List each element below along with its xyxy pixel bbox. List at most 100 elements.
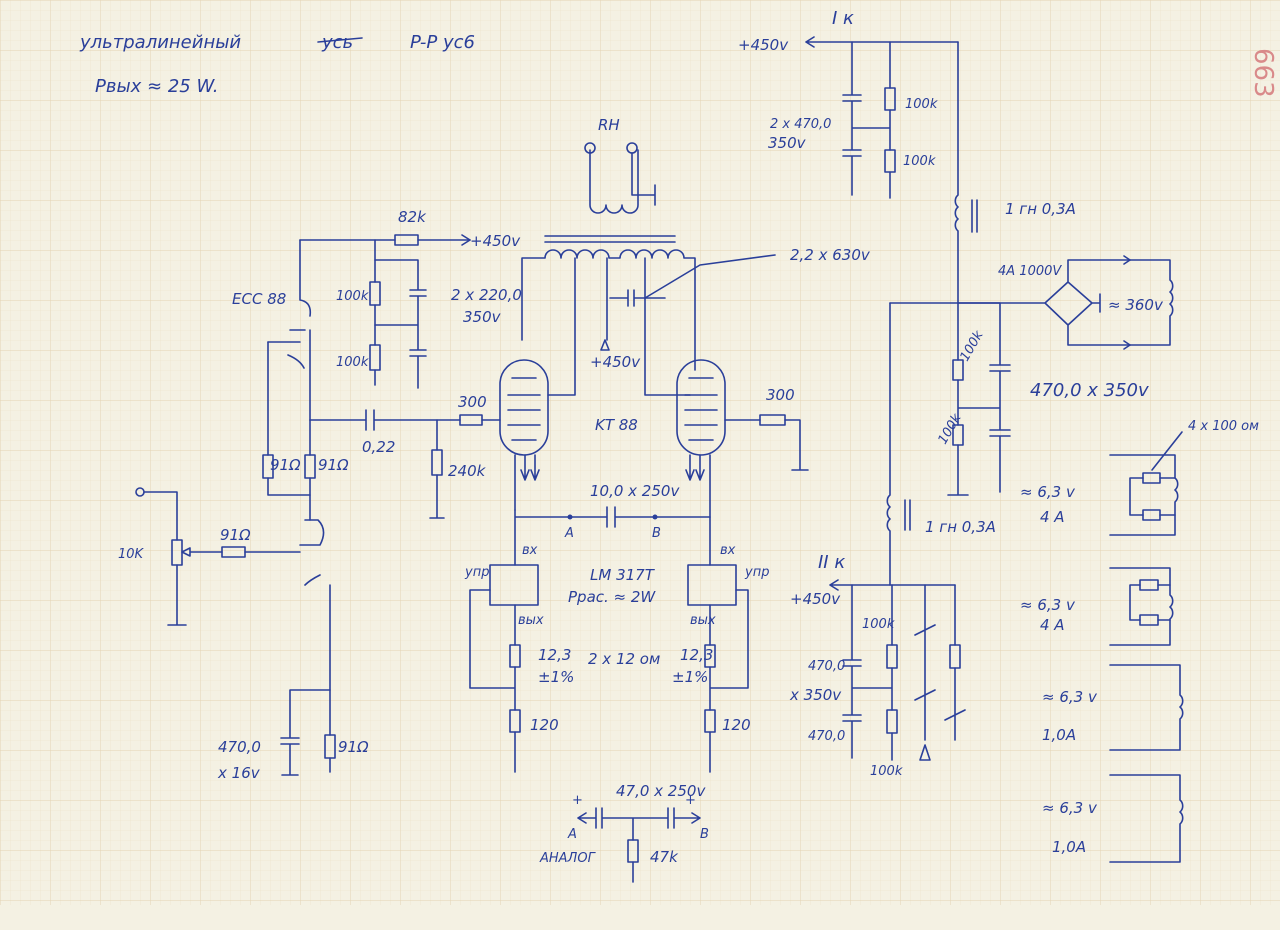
label-a10-1: 1,0А xyxy=(1042,726,1076,744)
ik-filter xyxy=(842,41,891,199)
resistor-300-r xyxy=(759,414,786,426)
resistor-300-l xyxy=(459,414,483,426)
label-91-b: 91Ω xyxy=(318,456,349,474)
label-tol-l: ±1% xyxy=(538,668,574,686)
leader-4x100 xyxy=(1151,431,1183,471)
resistor-120-r xyxy=(704,709,716,733)
label-10x250: 10,0 x 250v xyxy=(590,482,680,500)
grid-paper xyxy=(0,0,1280,905)
label-4x100: 4 x 100 ом xyxy=(1188,419,1259,434)
label-upr-l: упр xyxy=(464,565,489,580)
label-choke-2: 1 гн 0,3А xyxy=(925,518,996,536)
resistor-91-a xyxy=(262,454,274,479)
title-line2: Pвых ≈ 25 W. xyxy=(95,76,219,97)
label-a10-2: 1,0А xyxy=(1052,838,1086,856)
resistor-100k-c xyxy=(884,87,896,111)
label-choke-1: 1 гн 0,3А xyxy=(1005,200,1076,218)
label-vyx-r: вых xyxy=(690,613,716,628)
label-kt88: KT 88 xyxy=(595,416,638,434)
label-a4-2: 4 A xyxy=(1040,616,1065,634)
label-123-r: 12,3 xyxy=(680,646,713,664)
label-node-a: A xyxy=(564,526,574,541)
resistor-100k-b xyxy=(369,344,381,371)
label-2x12: 2 x 12 ом xyxy=(588,650,660,668)
tube-kt88-left xyxy=(499,359,549,511)
label-node-b: B xyxy=(652,526,661,541)
choke-2 xyxy=(886,302,891,586)
label-bridge: 4A 1000V xyxy=(998,264,1062,279)
heater-winding-3 xyxy=(1109,664,1184,751)
label-rh: RH xyxy=(598,116,620,134)
resistor-100k-a xyxy=(369,281,381,306)
label-91-d: 91Ω xyxy=(338,738,369,756)
tube-ecc88: ECC 88 xyxy=(232,239,331,691)
label-470-a: 470,0 xyxy=(808,659,845,674)
label-100k-d: 100k xyxy=(903,154,936,169)
cathode-wire xyxy=(267,341,311,496)
label-analog-b: B xyxy=(700,827,709,842)
label-ac360: ≈ 360v xyxy=(1108,296,1164,314)
label-plus450-mid: +450v xyxy=(590,353,641,371)
resistor-100k-d xyxy=(884,149,896,173)
label-120-r: 120 xyxy=(722,716,751,734)
heater-winding-4 xyxy=(1109,774,1184,863)
label-100k-h: 100k xyxy=(870,764,903,779)
label-lm317: LM 317T xyxy=(590,566,656,584)
label-prac: Ррас. ≈ 2W xyxy=(568,588,656,606)
choke-2-core xyxy=(904,499,911,531)
label-vyx-l: вых xyxy=(518,613,544,628)
label-470-b: 470,0 xyxy=(808,729,845,744)
label-470x350: 470,0 x 350v xyxy=(1030,380,1149,401)
coupling-10x250 xyxy=(514,506,711,566)
node-b-dot xyxy=(652,514,658,520)
input-potentiometer: 10K 91Ω xyxy=(118,487,301,626)
page-number: 663 xyxy=(1248,48,1278,98)
label-100k-a: 100k xyxy=(336,289,369,304)
label-2x220: 2 x 220,0 xyxy=(451,286,522,304)
label-47k: 47k xyxy=(650,848,679,866)
analog-network xyxy=(577,807,701,883)
resistor-100k-e xyxy=(952,359,964,381)
speaker-winding: RH xyxy=(584,116,656,214)
label-ik: I к xyxy=(832,8,854,29)
label-350v-b: 350v xyxy=(768,134,807,152)
label-10k: 10K xyxy=(118,547,145,562)
output-transformer xyxy=(521,235,696,396)
filter-caps-driver xyxy=(374,259,427,389)
resistor-240k xyxy=(431,449,443,476)
bplus-arrow xyxy=(461,234,471,246)
heater-winding-2 xyxy=(1109,567,1174,646)
resistor-100k-f xyxy=(952,424,964,446)
label-240k: 240k xyxy=(448,462,487,480)
choke-1 xyxy=(954,41,959,304)
resistor-100k-g xyxy=(886,644,898,669)
label-ac63-4: ≈ 6,3 v xyxy=(1042,799,1098,817)
title-line1b: P-P ус6 xyxy=(410,32,475,53)
choke-1-core xyxy=(971,199,978,233)
label-470-16: 470,0 xyxy=(218,738,261,756)
title-struck: усь xyxy=(321,32,353,53)
resistor-120-l xyxy=(509,709,521,733)
resistor-123-r xyxy=(704,644,716,668)
resistor-100k-h xyxy=(886,709,898,734)
heater-winding-1 xyxy=(1109,454,1179,536)
label-91-c: 91Ω xyxy=(220,526,251,544)
label-ac63-1: ≈ 6,3 v xyxy=(1020,483,1076,501)
iik-extra xyxy=(914,584,966,761)
coupling-wire xyxy=(309,409,501,431)
tube-kt88-right xyxy=(676,359,726,566)
ik-rail xyxy=(805,36,959,48)
label-a4-1: 4 A xyxy=(1040,508,1065,526)
transformer-hv xyxy=(1129,259,1174,346)
label-vx-r: вх xyxy=(720,543,736,558)
label-100k-c: 100k xyxy=(905,97,938,112)
label-16v: x 16v xyxy=(217,764,261,782)
label-vx-l: вх xyxy=(522,543,538,558)
node-a-dot xyxy=(567,514,573,520)
resistor-82k xyxy=(394,234,419,246)
grid-right-wire xyxy=(724,419,809,471)
label-plus450-ik: +450v xyxy=(738,36,789,54)
label-plus450-iik: +450v xyxy=(790,590,841,608)
